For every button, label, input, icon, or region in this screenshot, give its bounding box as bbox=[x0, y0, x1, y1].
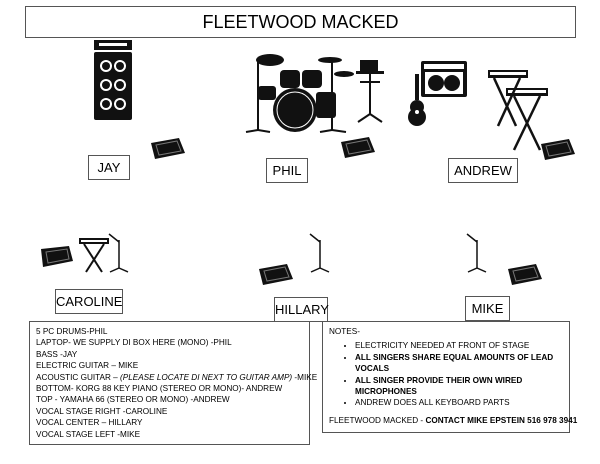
monitor-wedge-icon bbox=[259, 264, 293, 285]
member-label-mike: MIKE bbox=[465, 296, 510, 321]
input-list-item: BASS -JAY bbox=[36, 349, 78, 359]
contact-line: FLEETWOOD MACKED - CONTACT MIKE EPSTEIN … bbox=[329, 415, 577, 426]
note-item: ALL SINGER PROVIDE THEIR OWN WIRED MICRO… bbox=[355, 375, 563, 398]
input-list-item: 5 PC DRUMS-PHIL bbox=[36, 327, 108, 336]
input-list-item: ACOUSTIC GUITAR – (PLEASE LOCATE DI NEXT… bbox=[36, 372, 317, 383]
note-item: ANDREW DOES ALL KEYBOARD PARTS bbox=[355, 397, 563, 408]
monitor-wedge-icon bbox=[541, 139, 575, 160]
note-item: ALL SINGERS SHARE EQUAL AMOUNTS OF LEAD … bbox=[355, 352, 563, 375]
keyboard-stand-icon bbox=[488, 70, 548, 151]
mic-stand-icon bbox=[309, 233, 330, 273]
acoustic-guitar-icon bbox=[408, 74, 426, 126]
note-item: ELECTRICITY NEEDED AT FRONT OF STAGE bbox=[355, 340, 563, 351]
bass-amp-icon bbox=[94, 40, 132, 120]
drum-kit-icon bbox=[245, 54, 354, 133]
monitor-wedge-icon bbox=[151, 138, 185, 159]
input-list-note: (PLEASE LOCATE DI NEXT TO GUITAR AMP) bbox=[120, 372, 293, 382]
page-title: FLEETWOOD MACKED bbox=[25, 6, 576, 38]
input-list-item: LAPTOP- WE SUPPLY DI BOX HERE (MONO) -PH… bbox=[36, 338, 232, 348]
member-label-jay: JAY bbox=[88, 155, 130, 180]
input-list-text: -MIKE bbox=[292, 372, 318, 382]
input-list-box: 5 PC DRUMS-PHIL LAPTOP- WE SUPPLY DI BOX… bbox=[29, 321, 317, 445]
member-label-andrew: ANDREW bbox=[448, 158, 518, 183]
contact-info: CONTACT MIKE EPSTEIN 516 978 3941 bbox=[425, 415, 578, 425]
contact-prefix: FLEETWOOD MACKED - bbox=[329, 415, 426, 425]
monitor-wedge-icon bbox=[341, 137, 375, 158]
input-list-item: ELECTRIC GUITAR – MIKE bbox=[36, 361, 139, 371]
member-label-phil: PHIL bbox=[266, 158, 308, 183]
notes-box: NOTES- ELECTRICITY NEEDED AT FRONT OF ST… bbox=[322, 321, 577, 433]
input-list-text: ACOUSTIC GUITAR – bbox=[36, 372, 121, 382]
input-list-item: VOCAL CENTER – HILLARY bbox=[36, 418, 143, 428]
member-label-hillary: HILLARY bbox=[274, 297, 329, 322]
laptop-stand-icon bbox=[356, 60, 384, 123]
input-list-item: VOCAL STAGE LEFT -MIKE bbox=[36, 429, 141, 439]
guitar-amp-icon bbox=[421, 61, 467, 97]
notes-heading: NOTES- bbox=[329, 327, 360, 336]
mic-stand-icon bbox=[466, 233, 487, 273]
input-list-item: BOTTOM- KORG 88 KEY PIANO (STEREO OR MON… bbox=[36, 384, 283, 394]
mic-stand-icon bbox=[108, 233, 129, 273]
member-label-caroline: CAROLINE bbox=[55, 289, 123, 314]
monitor-wedge-icon bbox=[41, 246, 73, 267]
monitor-wedge-icon bbox=[508, 264, 542, 285]
keyboard-stand-icon bbox=[79, 238, 109, 273]
input-list-item: VOCAL STAGE RIGHT -CAROLINE bbox=[36, 406, 168, 416]
input-list-item: TOP - YAMAHA 66 (STEREO OR MONO) -ANDREW bbox=[36, 395, 230, 405]
